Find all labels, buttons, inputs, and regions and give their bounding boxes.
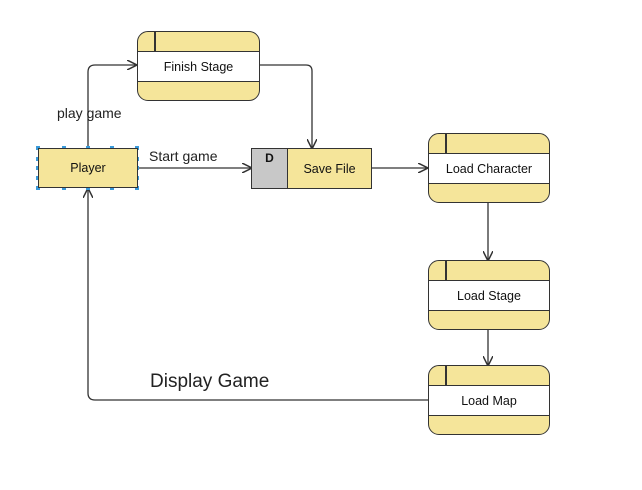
flow-label-play-game: play game	[57, 105, 122, 121]
flow-finish-to-save[interactable]	[259, 64, 312, 148]
process-load-character[interactable]: Load Character	[428, 133, 550, 203]
process-finish-stage[interactable]: Finish Stage	[137, 31, 260, 101]
entity-player-label: Player	[70, 161, 106, 175]
flow-play-game[interactable]	[87, 65, 136, 147]
process-load-map-label: Load Map	[461, 393, 517, 408]
flow-label-display-game: Display Game	[150, 371, 270, 392]
entity-player[interactable]: Player	[38, 148, 138, 188]
data-store-id: D	[252, 149, 288, 188]
process-load-character-header	[429, 134, 549, 154]
process-load-map[interactable]: Load Map	[428, 365, 550, 435]
process-finish-stage-label: Finish Stage	[163, 59, 234, 74]
process-load-stage-label: Load Stage	[457, 288, 521, 303]
flow-display-game[interactable]	[88, 189, 428, 401]
process-load-map-header	[429, 366, 549, 386]
process-finish-stage-header	[138, 32, 259, 52]
data-store-save-file[interactable]: D Save File	[251, 148, 372, 189]
process-load-character-label: Load Character	[445, 161, 533, 176]
flow-label-start-game: Start game	[149, 148, 218, 164]
process-load-stage-header	[429, 261, 549, 281]
process-load-stage[interactable]: Load Stage	[428, 260, 550, 330]
data-store-label: Save File	[303, 161, 356, 176]
